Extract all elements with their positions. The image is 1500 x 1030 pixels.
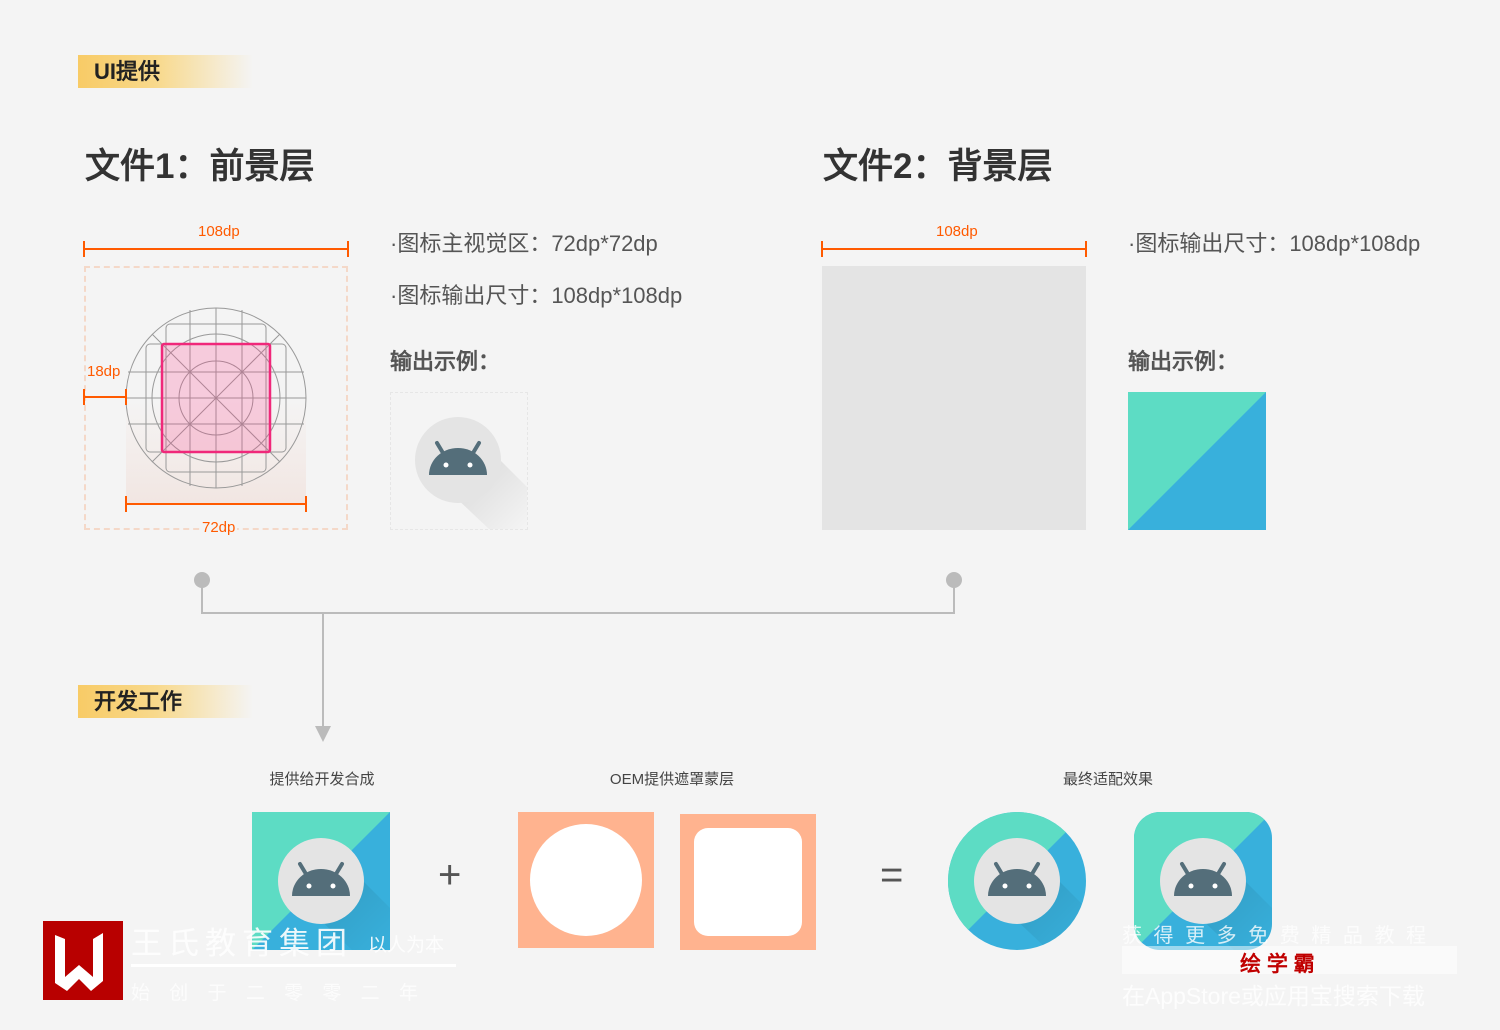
file1-bullet: ·图标输出尺寸：108dp*108dp: [390, 283, 683, 308]
step-label: 最终适配效果: [1062, 771, 1154, 788]
file1-bullet: ·图标主视觉区：72dp*72dp: [390, 231, 658, 256]
watermark-brand: 绘 学 霸: [1240, 953, 1315, 976]
brand-logo: [43, 921, 123, 1000]
dim-tick: [125, 389, 127, 405]
file2-bullet: ·图标输出尺寸：108dp*108dp: [1128, 231, 1421, 256]
dim-tick: [83, 241, 85, 257]
dim-tick: [1085, 241, 1087, 257]
section-tag-dev: 开发工作: [78, 685, 253, 718]
file1-title: 文件1：前景层: [85, 147, 315, 186]
watermark-divider: [131, 964, 456, 967]
watermark-since: 始 创 于 二 零 零 二 年: [131, 983, 418, 1004]
safe-dimension-line: [126, 503, 306, 505]
section-tag-ui: UI提供: [78, 55, 253, 88]
step-label: OEM提供遮罩蒙层: [609, 771, 735, 788]
watermark-promo: 获 得 更 多 免 费 精 品 教 程: [1122, 925, 1427, 947]
watermark-motto: 以人为本: [368, 935, 445, 956]
dim-tick: [83, 389, 85, 405]
watermark-brand-bar: [1122, 946, 1457, 974]
background-layer-canvas: [822, 266, 1086, 530]
width-dimension-line: [822, 248, 1086, 250]
keyline-grid: [125, 307, 307, 489]
plus-sign: +: [438, 853, 462, 897]
safe-dimension-label: 72dp: [200, 519, 238, 536]
flow-connector: [194, 572, 962, 742]
rounded-square-mask: [680, 814, 816, 950]
dim-tick: [347, 241, 349, 257]
step-label: 提供给开发合成: [269, 771, 375, 788]
circle-mask: [518, 812, 654, 948]
equals-sign: =: [880, 853, 904, 897]
final-circle-icon: [948, 812, 1086, 950]
dim-tick: [305, 496, 307, 512]
padding-dimension-label: 18dp: [87, 363, 121, 380]
file2-title: 文件2：背景层: [823, 147, 1053, 186]
foreground-example: [390, 392, 528, 530]
width-dimension-label: 108dp: [936, 223, 978, 240]
file1-example-label: 输出示例：: [390, 349, 501, 374]
padding-dimension-line: [84, 396, 126, 398]
dim-tick: [125, 496, 127, 512]
file2-example-label: 输出示例：: [1128, 349, 1239, 374]
width-dimension-label: 108dp: [198, 223, 240, 240]
background-example: [1128, 392, 1266, 530]
dim-tick: [821, 241, 823, 257]
watermark-company: 王氏教育集团: [131, 926, 353, 961]
width-dimension-line: [84, 248, 348, 250]
watermark-download: 在AppStore或应用宝搜索下载: [1122, 983, 1425, 1009]
android-icon: [390, 392, 528, 530]
